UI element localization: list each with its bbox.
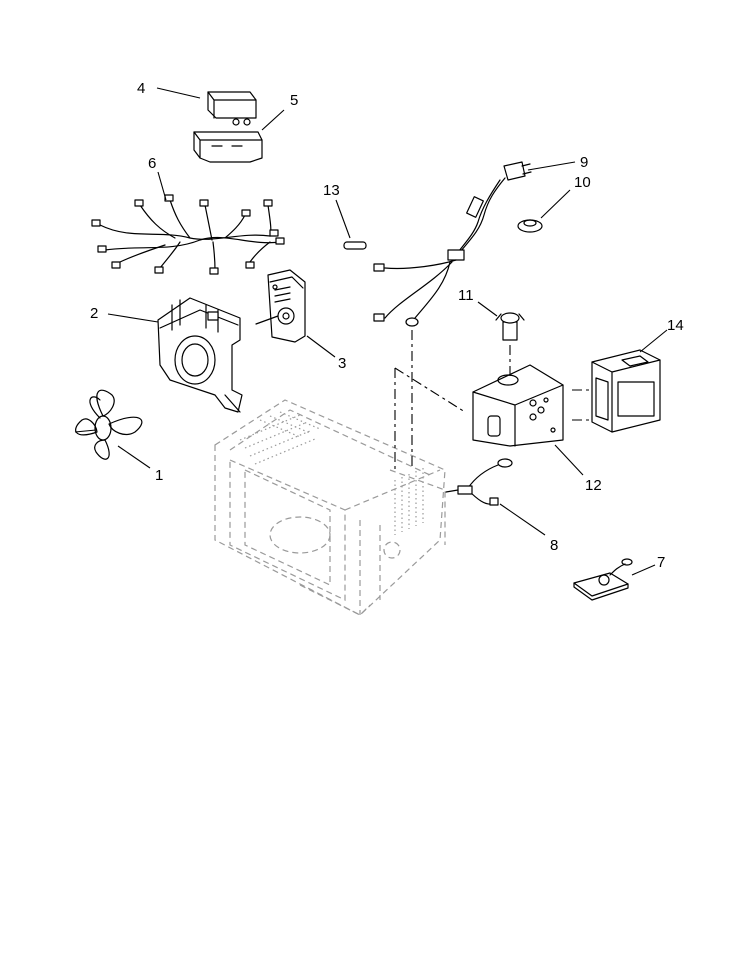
fan-shroud [157, 297, 243, 413]
magnetron-bracket [472, 364, 564, 447]
assembly-lines [394, 330, 590, 470]
callout-4: 4 [137, 80, 145, 97]
fan-blade [74, 389, 143, 460]
callout-10: 10 [574, 174, 591, 191]
callout-13: 13 [323, 182, 340, 199]
callout-5: 5 [290, 92, 298, 109]
callout-11: 11 [458, 287, 474, 304]
capacitor [207, 91, 257, 126]
callout-2: 2 [90, 305, 98, 322]
callout-8: 8 [550, 537, 558, 554]
microwave-chassis-outline [214, 399, 446, 616]
callout-14: 14 [667, 317, 684, 334]
callout-12: 12 [585, 477, 602, 494]
callout-3: 3 [338, 355, 346, 372]
diode [495, 312, 525, 341]
callout-1: 1 [155, 467, 163, 484]
fuse [343, 241, 367, 250]
callouts: 4 5 6 9 10 13 11 2 14 3 1 12 8 7 [90, 80, 684, 571]
callout-7: 7 [657, 554, 665, 571]
circuit-board [573, 558, 633, 601]
callout-6: 6 [148, 155, 156, 172]
transformer [591, 349, 661, 433]
ground-wire [445, 458, 513, 506]
thermal-cutout [517, 219, 543, 233]
leader-lines [107, 87, 668, 576]
power-cord [373, 161, 532, 327]
fan-motor [255, 269, 306, 343]
callout-9: 9 [580, 154, 588, 171]
capacitor-bracket [193, 131, 263, 163]
wire-harness [91, 194, 285, 275]
